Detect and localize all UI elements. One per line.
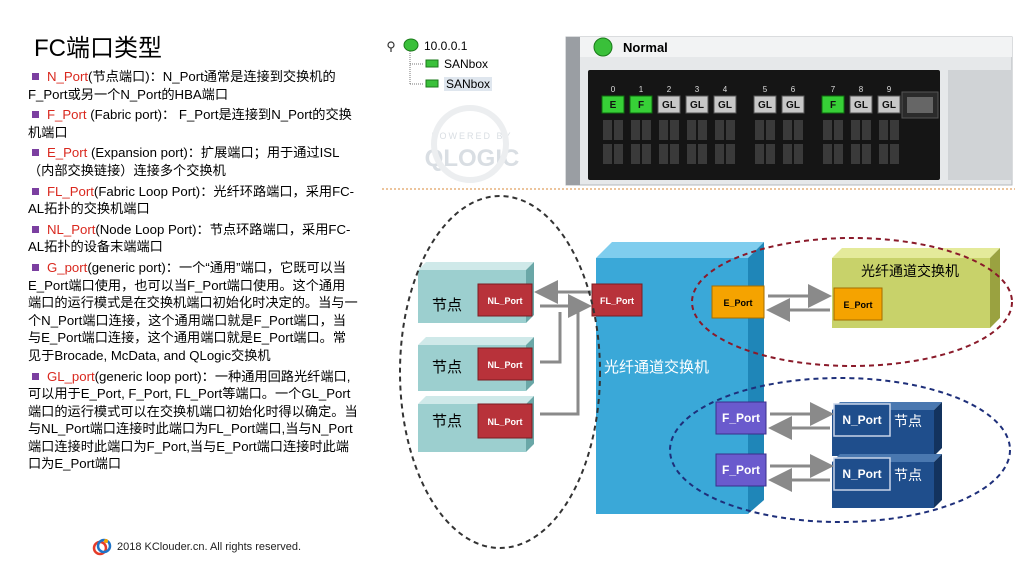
port-number: 3 [695,85,700,94]
n-node-label-2: 节点 [894,467,922,483]
bullet-term: FL_Port [47,183,94,199]
bullet-term: E_Port [47,145,88,161]
bullet-term: GL_port [47,368,95,384]
port-number: 1 [639,85,644,94]
watermark-powered: POWERED BY [431,131,512,141]
port-1-label: F [638,100,644,111]
port-8-label: GL [854,100,868,111]
switch-tree: POWERED BY QLOGIC 10.0.0.1 SANbox SANbox [384,36,560,186]
bullet-term: NL_Port [47,221,96,237]
copyright-text: 2018 KClouder.cn. All rights reserved. [117,541,302,553]
port-7-label: F [830,100,836,111]
e-port-right: E_Port [843,300,872,310]
port-9-button[interactable] [877,95,901,114]
nl-port-2: NL_Port [487,360,522,370]
bullet-term: N_Port [47,69,89,84]
nl-port-1: NL_Port [487,296,522,306]
node-label-2: 节点 [432,359,462,376]
port-8-button[interactable] [849,95,873,114]
bullet-item: G_port(generic port)：一个“通用”端口，它既可以当E_Por… [28,259,358,365]
port-0-button[interactable] [601,95,625,114]
bullet-marker-icon [32,263,39,271]
port-number: 6 [791,85,796,94]
tree-item-sanbox-1[interactable]: SANbox [444,57,489,71]
port-9-label: GL [882,100,896,111]
bullet-term: G_port [47,259,88,275]
port-4-label: GL [718,100,732,111]
sanbox-icon-1 [425,59,439,68]
port-7-button[interactable] [821,95,845,114]
bullet-item: E_Port (Expansion port)：扩展端口；用于通过ISL（内部交… [28,144,358,179]
nl-port-3: NL_Port [487,417,522,427]
bullet-marker-icon [32,73,39,81]
bullet-item: N_Port(节点端口)：N_Port通常是连接到交换机的F_Port或另一个N… [28,68,358,103]
port-5-label: GL [758,100,772,111]
status-indicator-icon [593,37,613,57]
bullet-description: (Expansion port)：扩展端口；用于通过ISL（内部交换链接）连接多… [28,145,340,178]
sanbox-icon-2 [425,79,439,88]
bullet-marker-icon [32,187,39,195]
bullet-marker-icon [32,225,39,233]
n-node-label-1: 节点 [894,413,922,429]
fl-port: FL_Port [600,296,634,306]
port-3-button[interactable] [685,95,709,114]
footer: 2018 KClouder.cn. All rights reserved. [92,537,301,557]
page-title: FC端口类型 [34,35,162,62]
n-port-1: N_Port [842,413,881,427]
port-number: 4 [723,85,728,94]
tree-graphics: POWERED BY QLOGIC [387,38,519,183]
bullet-description: (generic loop port)：一种通用回路光纤端口,可以用于E_Por… [28,368,358,472]
e-port-left: E_Port [723,298,752,308]
f-port-2: F_Port [722,463,760,477]
bullet-description: (节点端口)：N_Port通常是连接到交换机的F_Port或另一个N_Port的… [28,69,336,102]
bullet-description: (Fabric port)： F_Port是连接到N_Port的交换机端口 [28,107,352,140]
port-number: 0 [611,85,616,94]
port-number: 5 [763,85,768,94]
port-0-label: E [610,100,617,111]
port-4-button[interactable] [713,95,737,114]
port-number: 7 [831,85,836,94]
f-port-1: F_Port [722,411,760,425]
remote-switch-label: 光纤通道交换机 [861,263,959,279]
bullet-item: F_Port (Fabric port)： F_Port是连接到N_Port的交… [28,106,358,141]
node-label-3: 节点 [432,413,462,430]
port-number: 9 [887,85,892,94]
bullet-marker-icon [32,372,39,380]
port-2-label: GL [662,100,676,111]
bullet-item: FL_Port(Fabric Loop Port)：光纤环路端口，采用FC-AL… [28,183,358,218]
bullet-marker-icon [32,149,39,157]
bullet-item: GL_port(generic loop port)：一种通用回路光纤端口,可以… [28,368,358,474]
bullet-description: (generic port)：一个“通用”端口，它既可以当E_Port端口使用，… [28,259,358,363]
tree-item-sanbox-2[interactable]: SANbox [444,77,493,91]
kclouder-logo-icon [92,538,112,556]
port-5-button[interactable] [753,95,777,114]
tree-ip[interactable]: 10.0.0.1 [424,39,468,53]
bullet-term: F_Port [47,107,87,123]
network-cloud-icon [403,38,419,52]
switch-status: Normal [623,40,668,55]
bullet-list: N_Port(节点端口)：N_Port通常是连接到交换机的F_Port或另一个N… [28,68,358,476]
bullet-item: NL_Port(Node Loop Port)：节点环路端口，采用FC-AL拓扑… [28,221,358,256]
bullet-description: (Node Loop Port)：节点环路端口，采用FC-AL拓扑的设备末端端口 [28,221,351,255]
bullet-marker-icon [32,111,39,119]
port-1-button[interactable] [629,95,653,114]
port-3-label: GL [690,100,704,111]
port-6-label: GL [786,100,800,111]
n-port-2: N_Port [842,467,881,481]
port-number: 8 [859,85,864,94]
bullet-description: (Fabric Loop Port)：光纤环路端口，采用FC-AL拓扑的交换机端… [28,183,355,217]
port-2-button[interactable] [657,95,681,114]
node-label-1: 节点 [432,297,462,314]
port-number: 2 [667,85,672,94]
switch-label: 光纤通道交换机 [604,358,709,376]
port-6-button[interactable] [781,95,805,114]
